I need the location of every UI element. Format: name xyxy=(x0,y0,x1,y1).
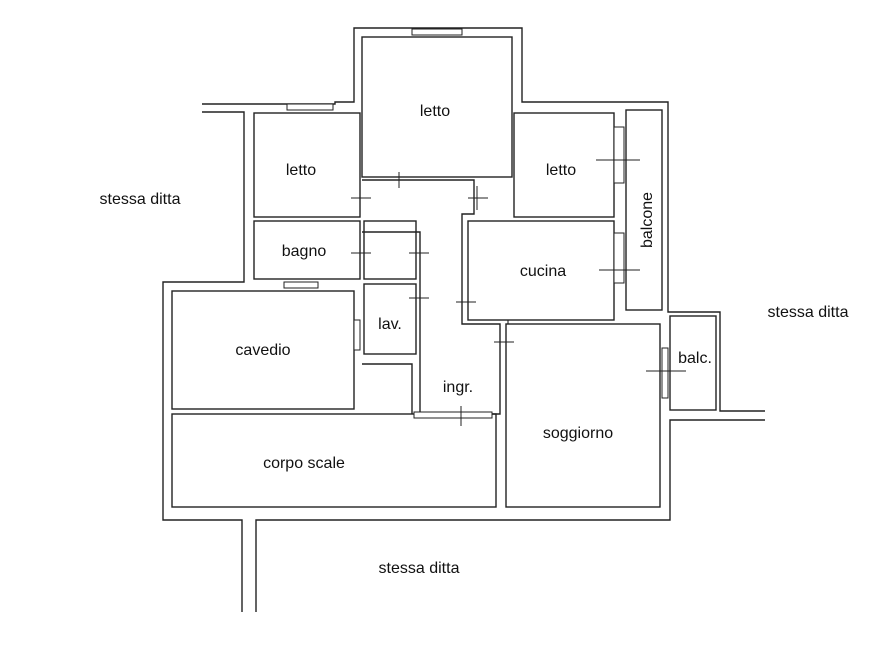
room-label-letto-top: letto xyxy=(420,103,450,120)
room-label-letto-left: letto xyxy=(286,162,316,179)
outer-walls xyxy=(162,27,765,612)
neighbor-label-left: stessa ditta xyxy=(100,191,181,208)
neighbor-label-right: stessa ditta xyxy=(768,304,849,321)
room-label-cucina: cucina xyxy=(520,263,566,280)
room-labels: letto letto letto balcone bagno cucina c… xyxy=(235,103,711,472)
room-label-balc: balc. xyxy=(678,350,712,367)
room-label-letto-right: letto xyxy=(546,162,576,179)
neighbor-labels: stessa ditta stessa ditta stessa ditta xyxy=(100,191,849,577)
room-label-bagno: bagno xyxy=(282,243,327,260)
neighbor-label-bottom: stessa ditta xyxy=(379,560,460,577)
room-label-ingr: ingr. xyxy=(443,379,473,396)
room-label-soggiorno: soggiorno xyxy=(543,425,613,442)
door-marks xyxy=(351,159,686,426)
windows xyxy=(283,28,669,419)
room-label-corpo-scale: corpo scale xyxy=(263,455,345,472)
room-label-balcone: balcone xyxy=(639,192,656,248)
room-label-cavedio: cavedio xyxy=(235,342,290,359)
room-label-lav: lav. xyxy=(378,316,402,333)
